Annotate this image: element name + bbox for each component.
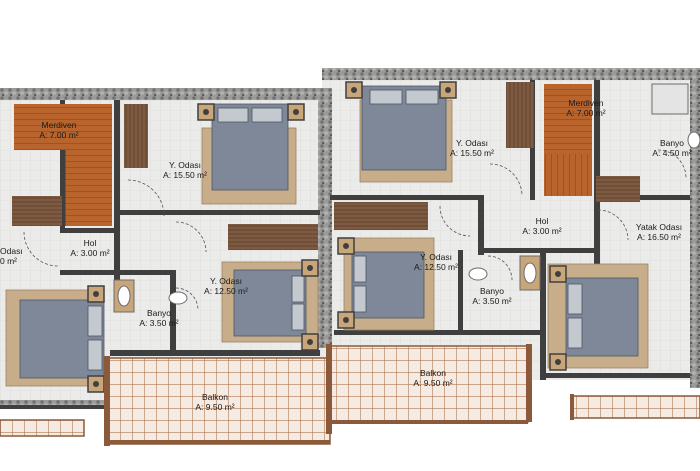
wardrobe-1: [124, 104, 148, 168]
wall-top-left: [0, 88, 330, 100]
stairs-right-rail: [596, 176, 640, 202]
wall-mid-vertical: [318, 88, 332, 348]
stairs-right-lower: [544, 154, 592, 196]
stairs-left-rail: [12, 196, 62, 226]
balcony-edge-left: [0, 419, 85, 437]
wall-right-edge: [690, 68, 700, 388]
balcony-right: [571, 395, 700, 419]
stairs-left-lower: [64, 150, 112, 226]
wardrobe-4: [334, 202, 428, 230]
wardrobe-2: [228, 224, 318, 250]
wall-top-right: [322, 68, 700, 80]
stairs-left-upper: [14, 104, 112, 150]
stairs-right-upper: [544, 84, 592, 154]
balcony-mid: [329, 345, 529, 423]
wall-bottom-left: [0, 400, 110, 408]
wardrobe-3: [506, 82, 534, 148]
